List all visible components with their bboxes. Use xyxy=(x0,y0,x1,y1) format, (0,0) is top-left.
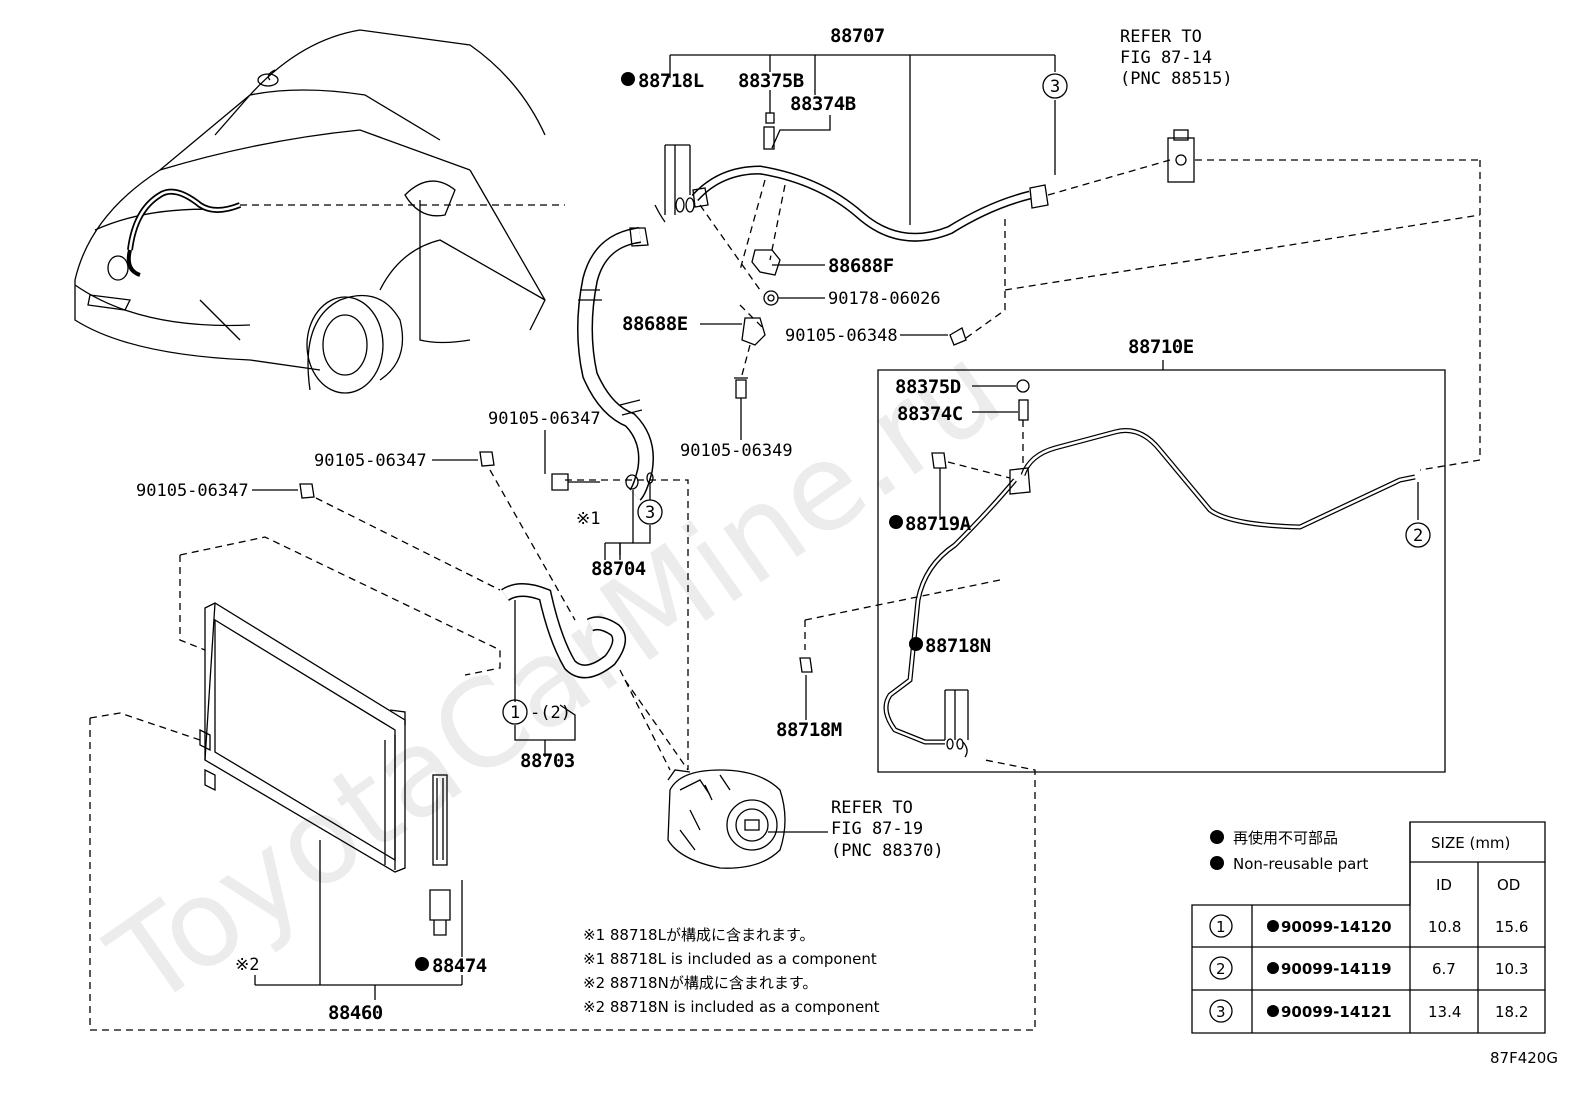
label-88703: 88703 xyxy=(520,750,575,772)
label-90105-06347-a: 90105-06347 xyxy=(488,409,601,429)
label-88719A: 88719A xyxy=(905,513,972,535)
circle1-paren: -(2) xyxy=(530,703,571,723)
row3-id: 13.4 xyxy=(1428,1003,1461,1021)
note-1-jp: ※1 88718Lが構成に含まれます。 xyxy=(583,926,814,944)
nonreusable-dot xyxy=(909,637,923,651)
note-2-jp: ※2 88718Nが構成に含まれます。 xyxy=(583,974,817,992)
size-col-od: OD xyxy=(1497,876,1520,894)
refer-compressor-line2: FIG 87-19 xyxy=(831,819,923,839)
refer-top-line1: REFER TO xyxy=(1120,27,1202,47)
condenser-88460 xyxy=(199,602,406,985)
row1-id: 10.8 xyxy=(1428,918,1461,936)
diagram-code: 87F420G xyxy=(1490,1049,1558,1067)
marker-kome2: ※2 xyxy=(235,955,259,975)
label-88704: 88704 xyxy=(591,558,646,580)
label-90178-06026: 90178-06026 xyxy=(828,289,941,309)
box-88710E xyxy=(877,369,1446,773)
receiver-88474 xyxy=(429,774,451,936)
expansion-valve xyxy=(1167,129,1195,183)
row1-part: 90099-14120 xyxy=(1281,918,1392,936)
compressor xyxy=(667,769,786,869)
legend-jp: 再使用不可部品 xyxy=(1233,829,1338,847)
label-88374B: 88374B xyxy=(790,93,856,115)
refer-top-line3: (PNC 88515) xyxy=(1120,69,1233,89)
label-88460: 88460 xyxy=(328,1002,383,1024)
row1-od: 15.6 xyxy=(1495,918,1528,936)
note-1-en: ※1 88718L is included as a component xyxy=(583,950,877,968)
circle-1-hose: 1 xyxy=(510,703,520,723)
row2-part: 90099-14119 xyxy=(1281,960,1392,978)
size-col-id: ID xyxy=(1436,876,1452,894)
hose-88703 xyxy=(501,583,626,679)
refer-top-line2: FIG 87-14 xyxy=(1120,48,1212,68)
circle-2-pipe: 2 xyxy=(1413,526,1423,546)
label-88707: 88707 xyxy=(830,25,885,47)
row3-od: 18.2 xyxy=(1495,1003,1528,1021)
row1-ref: 1 xyxy=(1216,918,1226,936)
circle-3-hose: 3 xyxy=(645,503,655,523)
legend-dot xyxy=(1210,830,1224,844)
label-88474: 88474 xyxy=(432,955,487,977)
label-88710E: 88710E xyxy=(1128,336,1194,358)
size-header: SIZE (mm) xyxy=(1431,834,1510,852)
label-90105-06347-c: 90105-06347 xyxy=(136,481,249,501)
row3-ref: 3 xyxy=(1216,1003,1226,1021)
vehicle-ac-line xyxy=(127,188,242,251)
refer-compressor-line3: (PNC 88370) xyxy=(831,841,944,861)
row2-od: 10.3 xyxy=(1495,960,1528,978)
label-90105-06348: 90105-06348 xyxy=(785,326,898,346)
label-88688F: 88688F xyxy=(828,255,894,277)
label-88718L: 88718L xyxy=(638,70,704,92)
label-88374C: 88374C xyxy=(897,403,963,425)
marker-kome1: ※1 xyxy=(576,509,600,529)
label-90105-06347-b: 90105-06347 xyxy=(314,451,427,471)
legend-en: Non-reusable part xyxy=(1233,855,1368,873)
note-2-en: ※2 88718N is included as a component xyxy=(583,998,880,1016)
row3-part: 90099-14121 xyxy=(1281,1003,1392,1021)
label-88375B: 88375B xyxy=(738,70,804,92)
label-88718M: 88718M xyxy=(776,719,842,741)
label-88688E: 88688E xyxy=(622,313,688,335)
label-90105-06349: 90105-06349 xyxy=(680,441,793,461)
circle-3-top: 3 xyxy=(1050,77,1060,97)
label-88375D: 88375D xyxy=(895,376,961,398)
refer-compressor-line1: REFER TO xyxy=(831,798,913,818)
row2-id: 6.7 xyxy=(1432,960,1456,978)
row2-ref: 2 xyxy=(1216,960,1226,978)
size-table xyxy=(1191,821,1546,1034)
nonreusable-dot xyxy=(415,957,429,971)
pipe-88707 xyxy=(691,165,1049,242)
label-88718N: 88718N xyxy=(925,635,991,657)
pipe-88710E xyxy=(883,428,1416,745)
nonreusable-dot xyxy=(621,72,635,86)
vehicle-illustration xyxy=(74,29,546,394)
hose-88704 xyxy=(577,227,654,501)
nonreusable-dot xyxy=(889,515,903,529)
legend-dot xyxy=(1210,856,1224,870)
